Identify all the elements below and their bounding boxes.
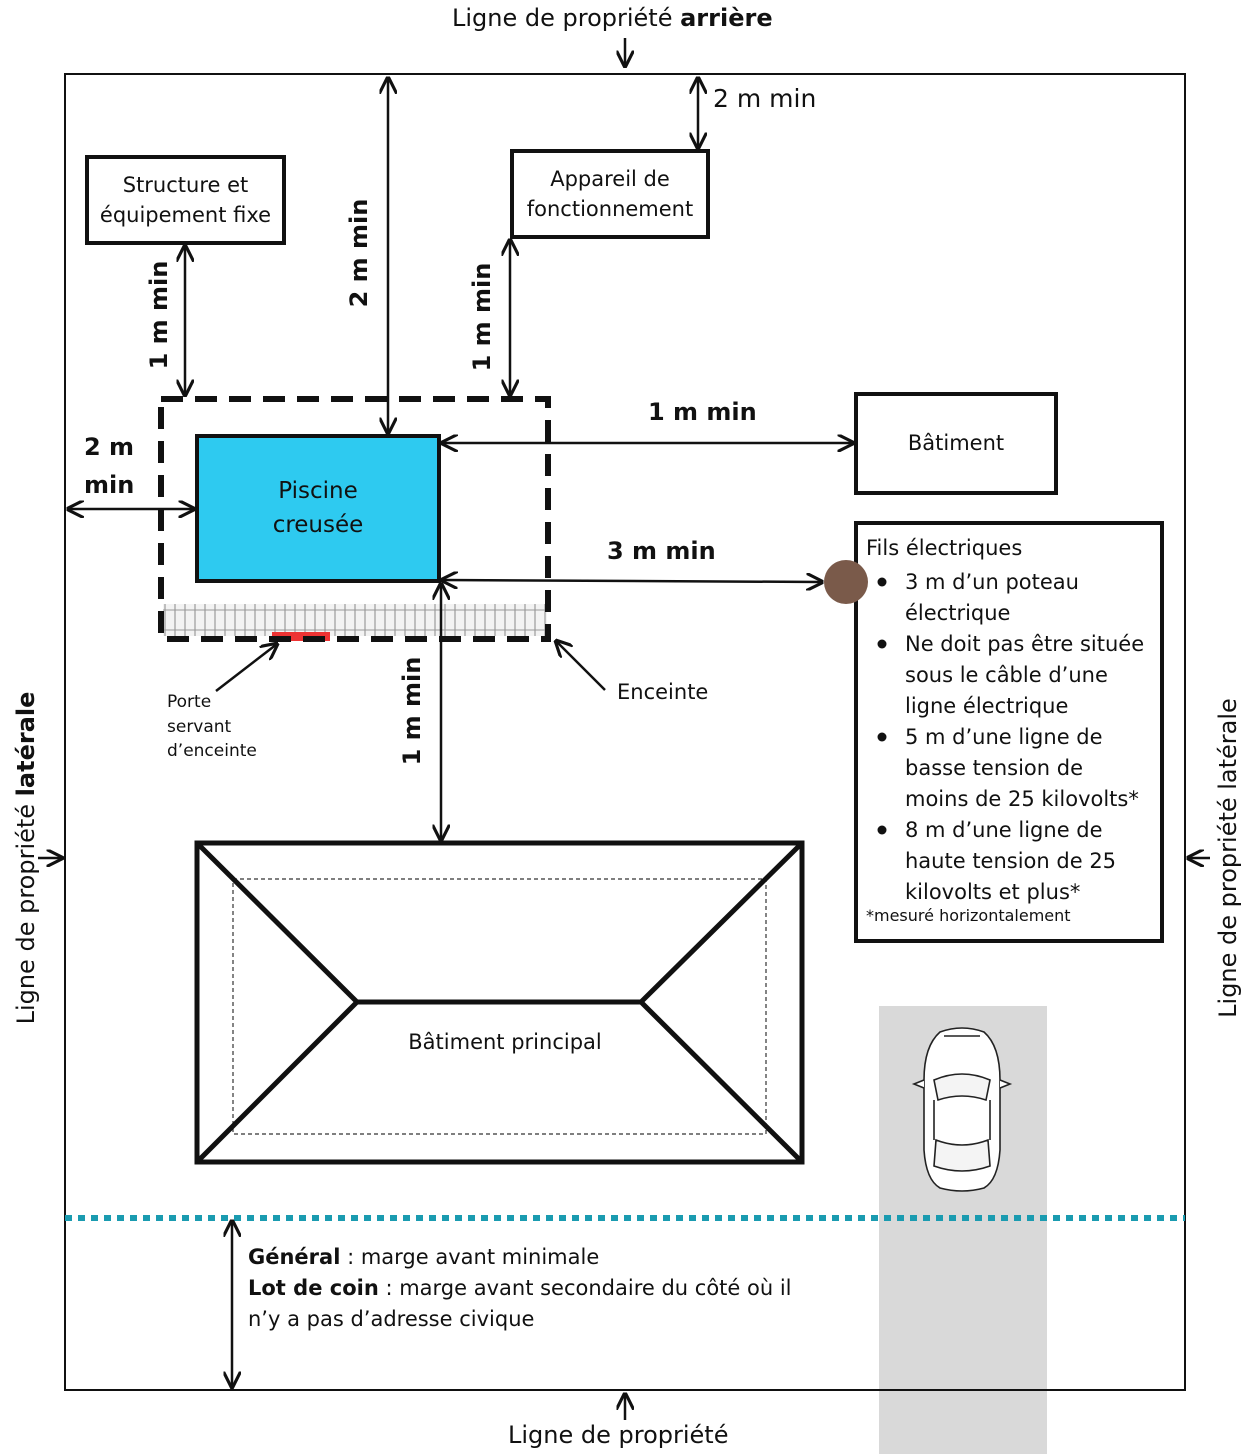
gate bbox=[272, 632, 330, 641]
electric-note: *mesuré horizontalement bbox=[866, 906, 1071, 925]
general-text: : marge avant minimale bbox=[340, 1245, 600, 1269]
dim-pool-batiment-label: 1 m min bbox=[648, 398, 757, 426]
electric-item-2-line2: sous le câble d’une bbox=[905, 663, 1108, 687]
left-line-prefix: Ligne de propriété bbox=[12, 796, 40, 1025]
dim-side-pool-line2: min bbox=[84, 471, 135, 499]
corner-text-1: : marge avant secondaire du côté où il bbox=[378, 1276, 792, 1300]
dim-appareil-top-label: 2 m min bbox=[713, 84, 817, 113]
electric-item-3: 5 m d’une ligne de basse tension de moin… bbox=[905, 722, 1139, 815]
rear-line-prefix: Ligne de propriété bbox=[452, 4, 681, 32]
corner-text-2: n’y a pas d’adresse civique bbox=[248, 1307, 535, 1331]
structure-label-line2: équipement fixe bbox=[99, 203, 272, 227]
electric-info-box bbox=[854, 521, 1164, 943]
main-building bbox=[194, 840, 805, 1165]
dim-pool-electric bbox=[442, 580, 822, 582]
electric-item-4-line2: haute tension de 25 bbox=[905, 849, 1117, 873]
electric-item-2-line3: ligne électrique bbox=[905, 694, 1069, 718]
rear-property-line-label: Ligne de propriété arrière bbox=[452, 4, 773, 32]
pool bbox=[195, 434, 441, 583]
gate-label-line1: Porte bbox=[167, 692, 212, 712]
electric-item-1: 3 m d’un poteau électrique bbox=[905, 567, 1079, 629]
appareil-label-line1: Appareil de bbox=[550, 167, 670, 191]
batiment-label: Bâtiment bbox=[907, 431, 1005, 455]
electric-pole bbox=[824, 560, 868, 604]
appareil-box bbox=[510, 149, 710, 239]
appareil-label: Appareil de fonctionnement bbox=[512, 164, 708, 224]
dim-side-pool-line1: 2 m bbox=[84, 433, 135, 461]
general-bold: Général bbox=[248, 1245, 341, 1269]
left-property-line-label: Ligne de propriété latérale bbox=[12, 678, 44, 1038]
left-line-bold: latérale bbox=[12, 691, 40, 797]
dim-structure-pool-label: 1 m min bbox=[145, 260, 173, 370]
fence-strip bbox=[163, 604, 547, 636]
batiment-box bbox=[854, 392, 1058, 495]
dim-rear-pool-label: 2 m min bbox=[345, 198, 373, 308]
structure-box bbox=[85, 155, 286, 245]
gate-leader bbox=[215, 644, 277, 692]
dim-pool-electric-label: 3 m min bbox=[607, 537, 716, 565]
front-margin-text: Général : marge avant minimale Lot de co… bbox=[248, 1242, 792, 1335]
front-property-line-label: Ligne de propriété bbox=[508, 1421, 729, 1449]
electric-item-2-line1: Ne doit pas être située bbox=[905, 632, 1145, 656]
electric-item-2: Ne doit pas être située sous le câble d’… bbox=[905, 629, 1144, 722]
property-boundary bbox=[64, 73, 1186, 1391]
dim-pool-house-label: 1 m min bbox=[398, 656, 426, 766]
bullet bbox=[877, 732, 887, 742]
electric-title: Fils électriques bbox=[866, 536, 1023, 560]
main-building-label: Bâtiment principal bbox=[408, 1030, 602, 1054]
enclosure bbox=[158, 396, 551, 642]
car-icon bbox=[911, 1027, 1013, 1192]
front-margin-corner: Lot de coin : marge avant secondaire du … bbox=[248, 1273, 792, 1304]
pool-label: Piscine creusée bbox=[197, 474, 439, 542]
right-property-line-label: Ligne de propriété latérale bbox=[1214, 698, 1242, 1018]
electric-item-4-line1: 8 m d’une ligne de bbox=[905, 818, 1103, 842]
structure-label-line1: Structure et bbox=[122, 173, 249, 197]
pool-label-line1: Piscine bbox=[278, 478, 358, 504]
electric-item-1-line1: 3 m d’un poteau bbox=[905, 570, 1079, 594]
bullet bbox=[877, 639, 887, 649]
appareil-label-line2: fonctionnement bbox=[526, 197, 694, 221]
electric-item-1-line2: électrique bbox=[905, 601, 1011, 625]
enclosure-label: Enceinte bbox=[617, 680, 709, 704]
dim-appareil-pool-label: 1 m min bbox=[468, 262, 496, 372]
dim-side-pool-label: 2 m min bbox=[84, 428, 134, 504]
electric-item-3-line2: basse tension de bbox=[905, 756, 1083, 780]
electric-item-4-line3: kilovolts et plus* bbox=[905, 880, 1081, 904]
bullet bbox=[877, 577, 887, 587]
bullet bbox=[877, 825, 887, 835]
structure-label: Structure et équipement fixe bbox=[87, 170, 284, 230]
corner-bold: Lot de coin bbox=[248, 1276, 379, 1300]
rear-line-bold: arrière bbox=[680, 4, 773, 32]
pool-label-line2: creusée bbox=[272, 512, 364, 538]
enclosure-leader bbox=[556, 641, 606, 691]
electric-item-3-line1: 5 m d’une ligne de bbox=[905, 725, 1103, 749]
electric-item-3-line3: moins de 25 kilovolts* bbox=[905, 787, 1139, 811]
gate-label-line2: servant bbox=[167, 716, 232, 737]
electric-item-4: 8 m d’une ligne de haute tension de 25 k… bbox=[905, 815, 1116, 908]
gate-label-line3: d’enceinte bbox=[167, 741, 257, 761]
gate-label: Porte servant d’enceinte bbox=[167, 690, 257, 764]
front-margin-general: Général : marge avant minimale bbox=[248, 1242, 792, 1273]
